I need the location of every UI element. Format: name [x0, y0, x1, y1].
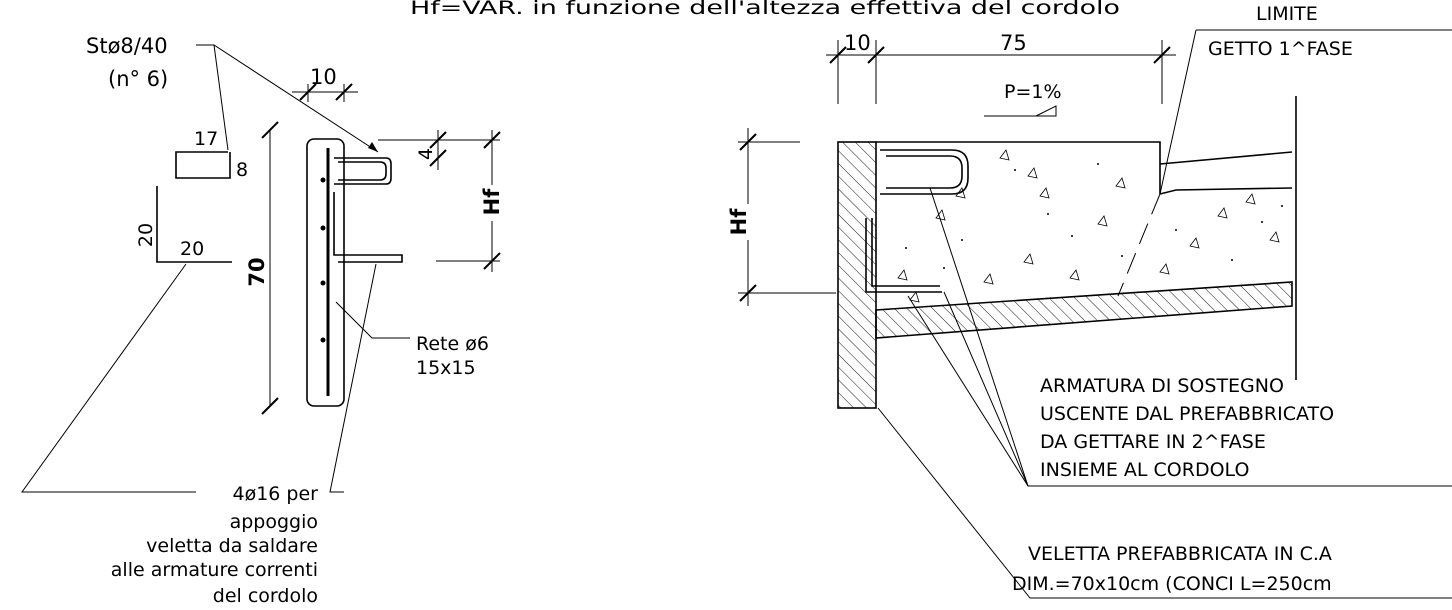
- panel-section: [306, 138, 345, 407]
- bars-leader-right: [329, 263, 377, 493]
- dim-tick: [483, 252, 501, 270]
- stirrup-count: (n° 6): [108, 67, 168, 91]
- dim-tick: [483, 131, 501, 149]
- curb-outline: [876, 141, 1161, 194]
- bars-note-line2: appoggio: [230, 511, 318, 533]
- panel-leader: [877, 407, 1452, 599]
- dim-tick: [261, 121, 279, 139]
- dim-hf-left: Hf: [480, 188, 504, 216]
- support-leader-3: [907, 295, 1029, 487]
- dim-tick: [429, 149, 447, 167]
- dim-top-left: 10: [310, 65, 337, 89]
- support-stirrup-inner: [886, 155, 963, 189]
- mesh-leader: [335, 301, 410, 339]
- arrow-head: [368, 142, 378, 152]
- dim-tick: [261, 397, 279, 415]
- mesh-size: 15x15: [416, 357, 476, 379]
- support-stirrup: [880, 149, 969, 195]
- limit-line1: LIMITE: [1256, 3, 1318, 25]
- precast-slab: [875, 281, 1293, 339]
- dim-top-right: 75: [1000, 31, 1027, 55]
- dim-small: 4: [415, 148, 437, 160]
- dim-tick: [1153, 46, 1171, 64]
- concrete-dots: [905, 163, 1283, 269]
- support-note-line2: USCENTE DAL PREFABBRICATO: [1040, 403, 1334, 425]
- dim-total-height: 70: [245, 257, 269, 286]
- rebar-dot: [320, 225, 326, 231]
- bars-leader-left: [21, 263, 196, 493]
- limit-line2: GETTO 1^FASE: [1208, 38, 1353, 60]
- deck-top-line: [1159, 151, 1293, 165]
- stirrup-hook: [334, 157, 392, 185]
- dim-tick: [739, 133, 757, 151]
- bars-note-line1: 4ø16 per: [233, 483, 319, 505]
- angle-bracket: [333, 192, 403, 263]
- dim-tick: [867, 46, 885, 64]
- rebar-dot: [320, 177, 326, 183]
- title-note: Hf=VAR. in funzione dell'altezza effetti…: [410, 0, 1120, 19]
- bars-note-line4: alle armature correnti: [111, 559, 318, 581]
- deck-line: [1159, 187, 1293, 195]
- stirrup-leader: [196, 44, 379, 153]
- panel-note-line2: DIM.=70x10cm (CONCI L=250cm: [1012, 573, 1332, 595]
- angle-leg-vertical: 20: [135, 223, 157, 247]
- support-leader-2: [929, 187, 1029, 487]
- dim-hf-right: Hf: [727, 208, 751, 236]
- support-angle: [865, 218, 942, 293]
- support-note-line4: INSIEME AL CORDOLO: [1040, 459, 1249, 481]
- stirrup-dim-width: 17: [194, 128, 218, 150]
- concrete-texture: [897, 149, 1280, 303]
- rebar-dot: [320, 280, 326, 286]
- stirrup-hook-inner: [338, 161, 387, 181]
- dim-tick: [429, 131, 447, 149]
- panel-note-line1: VELETTA PREFABBRICATA IN C.A: [1028, 543, 1332, 565]
- stirrup-leader-2: [213, 44, 229, 151]
- angle-sketch: [156, 186, 232, 263]
- construction-joint: [1117, 193, 1161, 297]
- support-note-line3: DA GETTARE IN 2^FASE: [1040, 431, 1266, 453]
- rebar-dot: [320, 337, 326, 343]
- dim-tick: [829, 46, 847, 64]
- right-detail: 10 75 P=1% LIMITE GETTO 1^FASE Hf: [727, 3, 1452, 599]
- limit-leader: [1159, 29, 1197, 195]
- bars-note-line5: del cordolo: [213, 585, 318, 607]
- left-detail: Stø8/40 (n° 6) 17 8 20 20 70 10: [21, 34, 504, 607]
- stirrup-label: Stø8/40: [86, 34, 168, 58]
- stirrup-sketch: [175, 151, 231, 179]
- slope-label: P=1%: [1004, 81, 1062, 103]
- angle-leg-horizontal: 20: [180, 238, 204, 260]
- dim-tick: [739, 284, 757, 302]
- mesh-label: Rete ø6: [416, 333, 489, 355]
- stirrup-dim-height: 8: [236, 159, 248, 181]
- support-angle-inner: [871, 218, 940, 287]
- precast-panel: [837, 141, 877, 409]
- bars-note-line3: veletta da saldare: [146, 535, 318, 557]
- slope-symbol: [984, 105, 1057, 117]
- dim-label-bg: [736, 204, 758, 240]
- support-note-line1: ARMATURA DI SOSTEGNO: [1040, 375, 1284, 397]
- dim-left-right: 10: [844, 31, 871, 55]
- dim-label-bg: [482, 185, 502, 221]
